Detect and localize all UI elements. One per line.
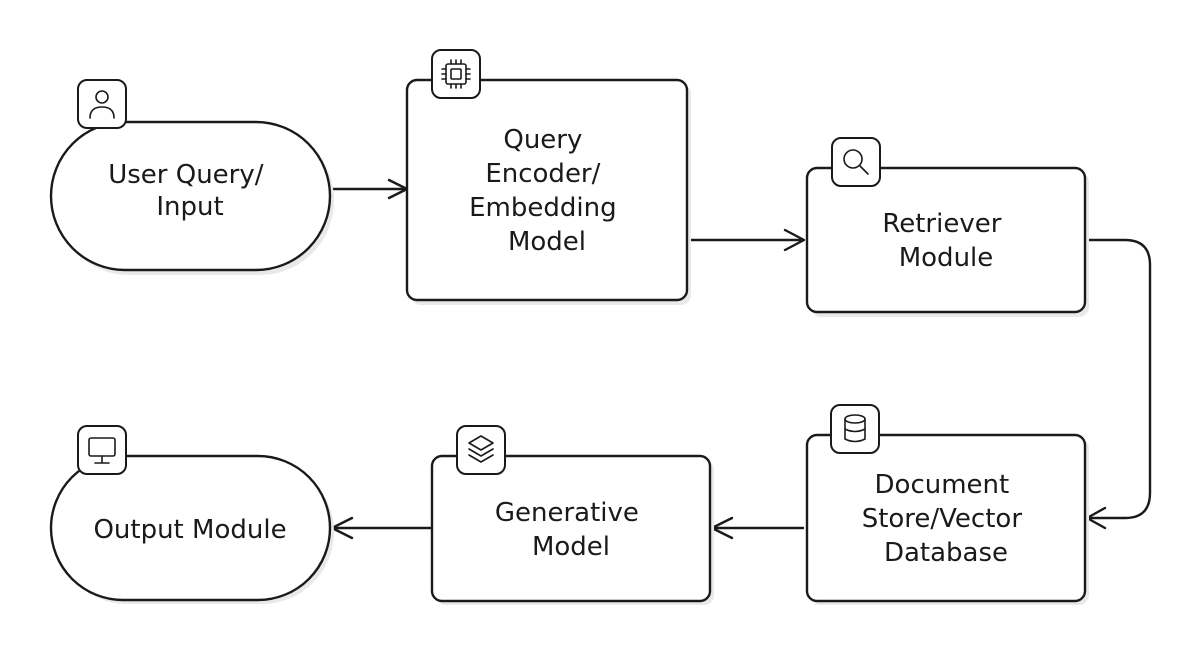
node-generative-model: Generative Model	[430, 425, 714, 605]
node-user-query: User Query/ Input	[49, 79, 334, 275]
node-user-query-label: User Query/ Input	[108, 160, 272, 222]
layers-icon	[456, 425, 506, 475]
edge-document-store-to-generative	[710, 516, 805, 540]
node-document-store-shape	[805, 433, 1087, 603]
search-icon	[831, 137, 881, 187]
edge-encoder-to-retriever	[688, 228, 806, 252]
node-retriever-shape	[805, 166, 1087, 314]
node-output-module-shape	[49, 454, 332, 602]
cpu-chip-icon	[431, 49, 481, 99]
node-query-encoder-label: Query Encoder/ Embedding Model	[469, 125, 625, 257]
user-icon	[77, 79, 127, 129]
node-retriever-label: Retriever Module	[882, 209, 1009, 273]
database-icon	[830, 404, 880, 454]
edge-user-query-to-encoder	[331, 178, 409, 200]
node-user-query-shape	[49, 120, 332, 272]
edge-generative-to-output	[330, 516, 432, 540]
node-document-store: Document Store/Vector Database	[805, 404, 1089, 605]
node-query-encoder-shape	[405, 78, 689, 302]
node-document-store-label: Document Store/Vector Database	[862, 470, 1031, 568]
node-query-encoder: Query Encoder/ Embedding Model	[405, 49, 691, 305]
monitor-icon	[77, 425, 127, 475]
edge-retriever-to-document-store	[1085, 238, 1152, 530]
node-generative-model-shape	[430, 454, 712, 603]
node-output-module-label: Output Module	[93, 515, 286, 545]
node-retriever: Retriever Module	[805, 137, 1089, 317]
node-output-module: Output Module	[49, 425, 334, 604]
node-generative-model-label: Generative Model	[495, 498, 647, 562]
